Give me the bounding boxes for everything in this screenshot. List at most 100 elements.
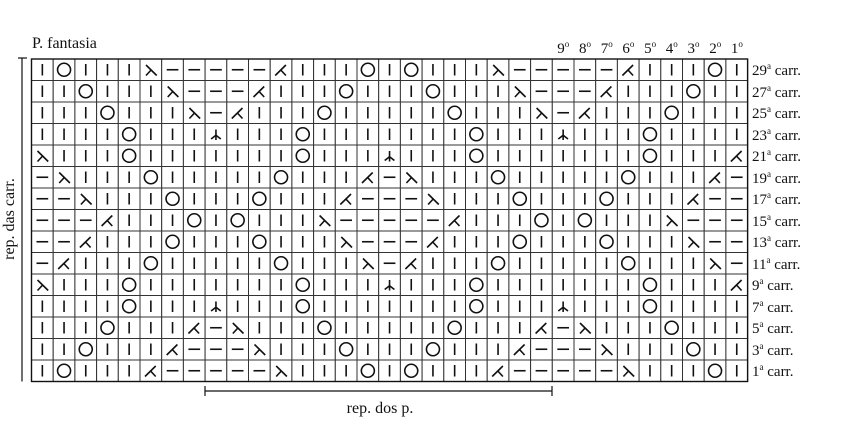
knit-symbol bbox=[660, 58, 683, 81]
row-label: 7a carr. bbox=[752, 298, 793, 317]
row-label-num: 15 bbox=[752, 213, 767, 230]
knit-symbol bbox=[334, 123, 358, 146]
knit-symbol bbox=[443, 273, 466, 296]
knit-symbol bbox=[551, 273, 575, 296]
chart-cell bbox=[248, 187, 271, 210]
purl-symbol bbox=[356, 230, 380, 253]
knit-symbol bbox=[139, 338, 163, 361]
purl-symbol bbox=[356, 187, 380, 210]
knit-symbol bbox=[269, 209, 293, 232]
purl-symbol bbox=[226, 58, 250, 81]
chart-cell bbox=[530, 209, 553, 232]
yarn-over-circle bbox=[664, 105, 679, 121]
decrease-leg bbox=[384, 156, 391, 162]
knit-symbol bbox=[248, 123, 271, 146]
decrease-branch bbox=[427, 198, 435, 206]
yarn-over-circle bbox=[295, 126, 311, 142]
left-decrease-symbol bbox=[139, 359, 163, 382]
decrease-branch bbox=[80, 198, 87, 206]
column-ordinal: o bbox=[673, 39, 678, 49]
knit-symbol bbox=[96, 359, 119, 382]
yarn-over-circle bbox=[273, 255, 289, 271]
chart-cell bbox=[660, 101, 683, 124]
knit-symbol bbox=[660, 123, 683, 146]
decrease-branch bbox=[193, 327, 200, 335]
right-decrease-symbol bbox=[616, 359, 640, 382]
left-decrease-symbol bbox=[616, 58, 640, 81]
knit-symbol bbox=[443, 123, 466, 146]
yarn-over-circle bbox=[664, 320, 679, 336]
knit-symbol bbox=[356, 144, 380, 167]
decrease-branch bbox=[492, 69, 500, 77]
decrease-branch bbox=[405, 176, 413, 184]
chart-cell bbox=[638, 123, 662, 146]
decrease-leg bbox=[557, 134, 564, 140]
row-label: 3a carr. bbox=[752, 341, 793, 360]
decrease-branch bbox=[709, 262, 717, 270]
knit-symbol bbox=[573, 252, 597, 275]
knit-symbol bbox=[96, 80, 119, 103]
yarn-over-circle bbox=[469, 148, 484, 164]
chart-cell bbox=[291, 123, 315, 146]
left-decrease-symbol bbox=[595, 80, 618, 103]
row-label-num: 9 bbox=[752, 278, 760, 294]
knit-symbol bbox=[117, 209, 141, 232]
knit-symbol bbox=[139, 273, 163, 296]
decrease-branch bbox=[279, 69, 287, 77]
decrease-leg bbox=[389, 156, 395, 162]
row-label-num: 3 bbox=[752, 342, 760, 359]
decrease-branch bbox=[735, 155, 743, 163]
knit-symbol bbox=[117, 58, 141, 81]
chart-cell bbox=[399, 359, 423, 382]
chart-cell bbox=[139, 166, 163, 189]
decrease-branch bbox=[36, 284, 44, 292]
right-decrease-symbol bbox=[595, 338, 618, 361]
row-label: 1a carr. bbox=[752, 362, 793, 381]
row-label-sup: a bbox=[759, 297, 764, 308]
knit-symbol bbox=[291, 101, 315, 124]
row-label-sup: a bbox=[766, 254, 771, 265]
yarn-over-symbol bbox=[465, 295, 488, 318]
chart-cell bbox=[74, 80, 98, 103]
knit-symbol bbox=[204, 252, 228, 275]
knit-symbol bbox=[682, 273, 705, 296]
knit-symbol bbox=[334, 273, 358, 296]
purl-symbol bbox=[182, 338, 206, 361]
yarn-over-symbol bbox=[248, 187, 271, 210]
chart-cell bbox=[508, 187, 532, 210]
knit-symbol bbox=[486, 230, 510, 253]
left-decrease-symbol bbox=[682, 187, 705, 210]
yarn-over-circle bbox=[143, 169, 159, 185]
knit-symbol bbox=[508, 209, 532, 232]
purl-symbol bbox=[703, 209, 727, 232]
column-number: 7 bbox=[600, 41, 609, 57]
knit-symbol bbox=[443, 187, 466, 210]
row-label-num: 29 bbox=[752, 63, 767, 79]
purl-symbol bbox=[52, 230, 76, 253]
purl-symbol bbox=[378, 230, 401, 253]
decrease-branch bbox=[253, 348, 261, 356]
chart-cell bbox=[703, 359, 727, 382]
column-number: 6 bbox=[622, 41, 630, 57]
left-decrease-symbol bbox=[226, 101, 250, 124]
knit-symbol bbox=[465, 230, 488, 253]
right-decrease-symbol bbox=[530, 101, 553, 124]
right-decrease-symbol bbox=[573, 316, 597, 339]
purl-symbol bbox=[161, 359, 184, 382]
left-decrease-symbol bbox=[443, 209, 466, 232]
knit-symbol bbox=[595, 316, 618, 339]
knit-symbol bbox=[182, 144, 206, 167]
left-decrease-symbol bbox=[399, 252, 423, 275]
knit-symbol bbox=[573, 295, 597, 318]
row-label-num: 13 bbox=[752, 235, 767, 251]
knit-symbol bbox=[52, 144, 76, 167]
purl-symbol bbox=[334, 209, 358, 232]
knit-symbol bbox=[204, 230, 228, 253]
knit-symbol bbox=[378, 359, 401, 382]
purl-symbol bbox=[573, 359, 597, 382]
column-number: 9 bbox=[557, 41, 565, 57]
column-ordinal: o bbox=[586, 39, 592, 49]
purl-symbol bbox=[204, 316, 228, 339]
decrease-leg bbox=[210, 134, 217, 140]
yarn-over-symbol bbox=[530, 209, 553, 232]
